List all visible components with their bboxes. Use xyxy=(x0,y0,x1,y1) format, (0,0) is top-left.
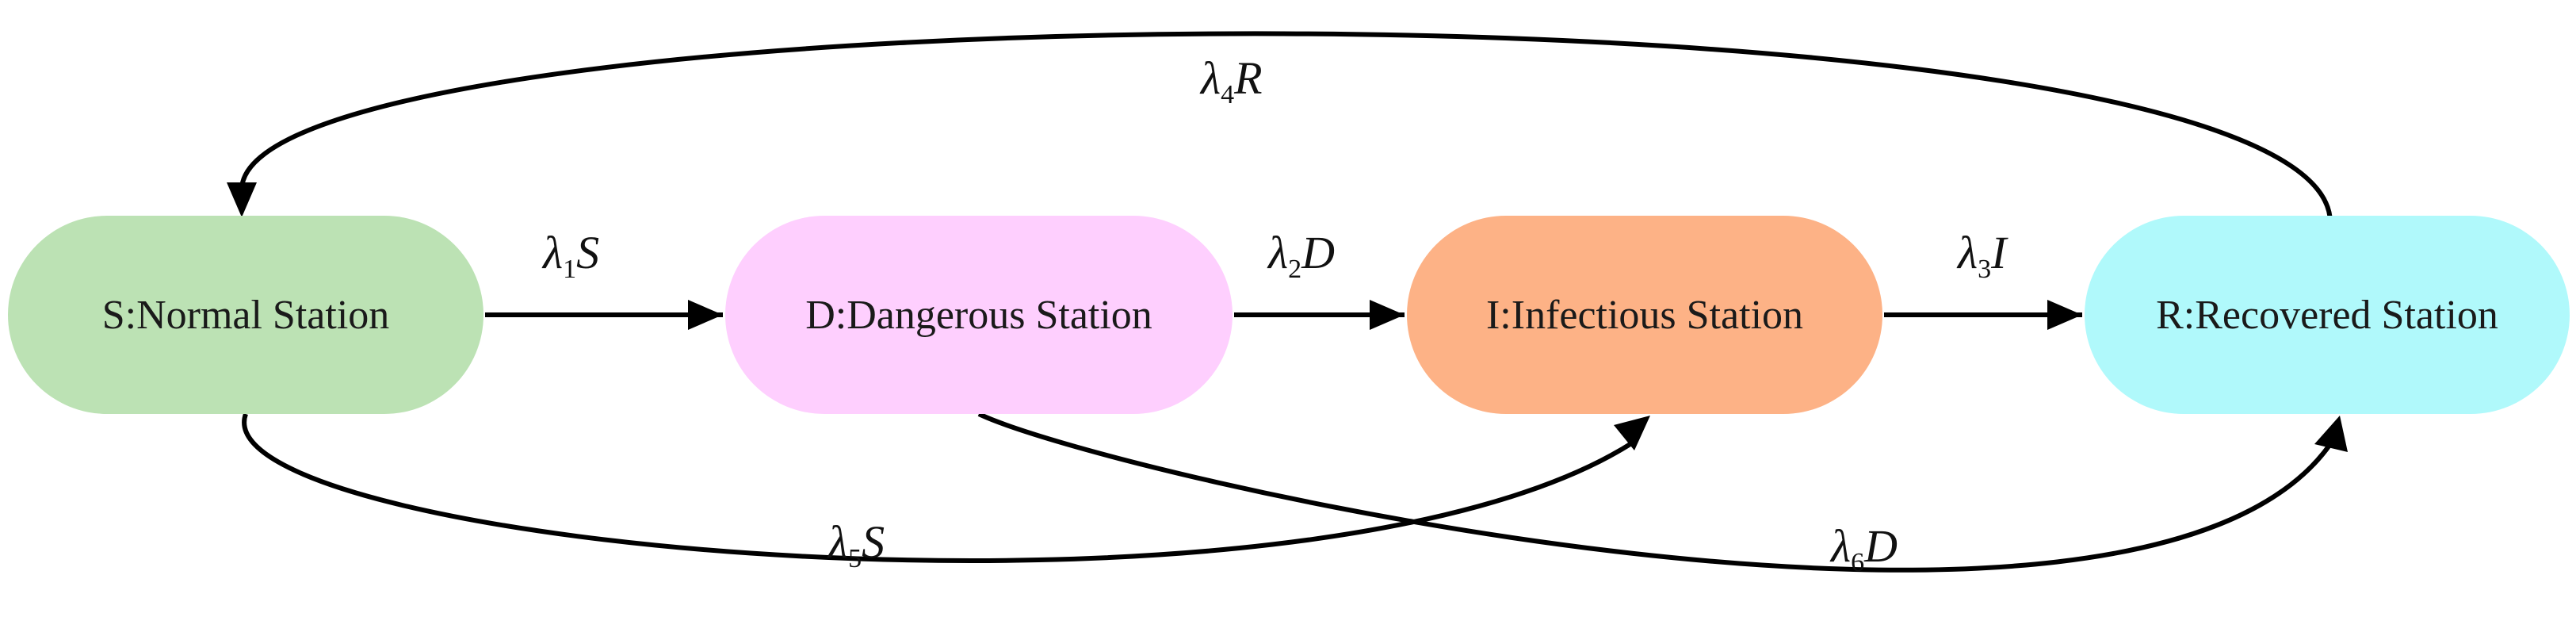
node-infectious-station-label: I:Infectious Station xyxy=(1485,292,1804,338)
rate-label-r-to-s: λ4R xyxy=(1201,56,1263,109)
rate-variable: I xyxy=(1991,227,2007,278)
rate-index: 3 xyxy=(1978,255,1992,284)
arrowhead-i-to-r xyxy=(2047,300,2082,330)
rate-variable: R xyxy=(1234,52,1263,104)
arrow-s-to-i xyxy=(242,413,1634,563)
rate-symbol: λ xyxy=(828,516,849,568)
rate-label-s-to-i: λ5S xyxy=(828,519,885,573)
node-infectious-station: I:Infectious Station xyxy=(1407,216,1882,414)
rate-index: 4 xyxy=(1221,80,1235,109)
rate-label-d-to-i: λ2D xyxy=(1268,230,1335,283)
rate-index: 5 xyxy=(848,544,862,573)
arrow-d-to-r xyxy=(977,412,2333,573)
node-normal-station: S:Normal Station xyxy=(8,216,483,414)
arrowhead-d-to-i xyxy=(1370,300,1405,330)
node-recovered-station: R:Recovered Station xyxy=(2085,216,2570,414)
arrowhead-s-to-i xyxy=(1614,416,1650,450)
rate-symbol: λ xyxy=(1831,520,1852,572)
arrowhead-d-to-r xyxy=(2314,416,2348,452)
rate-index: 6 xyxy=(1851,548,1865,577)
node-recovered-station-label: R:Recovered Station xyxy=(2156,292,2498,338)
rate-index: 2 xyxy=(1288,255,1302,284)
arrowhead-r-to-s xyxy=(227,182,257,217)
node-dangerous-station-label: D:Dangerous Station xyxy=(805,292,1152,338)
rate-label-s-to-d: λ1S xyxy=(543,230,599,283)
rate-symbol: λ xyxy=(1958,227,1978,278)
node-dangerous-station: D:Dangerous Station xyxy=(725,216,1233,414)
arrowhead-s-to-d xyxy=(688,300,723,330)
rate-variable: S xyxy=(576,227,600,278)
rate-variable: D xyxy=(1864,520,1898,572)
arrow-r-to-s xyxy=(239,31,2333,223)
rate-symbol: λ xyxy=(1201,52,1221,104)
rate-index: 1 xyxy=(563,255,577,284)
rate-variable: D xyxy=(1301,227,1336,278)
rate-symbol: λ xyxy=(543,227,564,278)
rate-label-d-to-r: λ6D xyxy=(1831,523,1898,577)
rate-label-i-to-r: λ3I xyxy=(1958,230,2006,283)
rate-variable: S xyxy=(862,516,885,568)
node-normal-station-label: S:Normal Station xyxy=(101,292,390,338)
rate-symbol: λ xyxy=(1268,227,1289,278)
